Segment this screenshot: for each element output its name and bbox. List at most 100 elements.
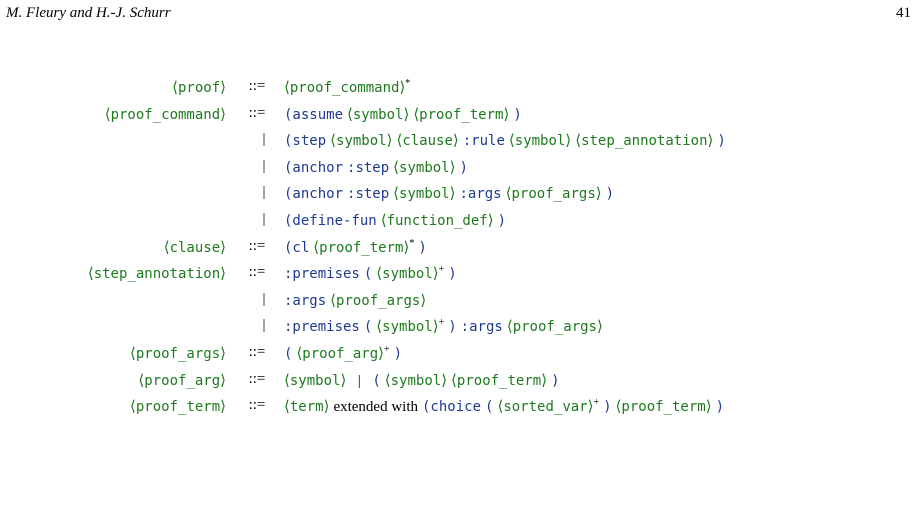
running-header: M. Fleury and H.-J. Schurr 41 (0, 2, 917, 26)
nonterminal: ⟨proof_term⟩ (413, 106, 510, 123)
nonterminal: ⟨proof_term⟩ (313, 239, 410, 256)
keyword-token: ) (551, 372, 560, 389)
keyword-token: ) (513, 106, 522, 123)
rule-rhs: (cl⟨proof_term⟩*) (284, 238, 427, 257)
keyword-token: ( (372, 372, 381, 389)
grammar-rule: ⟨proof_args⟩::= (⟨proof_arg⟩+) (0, 344, 917, 371)
rule-rhs: ⟨term⟩extended with(choice(⟨sorted_var⟩+… (284, 397, 724, 416)
keyword-token: (anchor (284, 159, 344, 176)
keyword-token: (define-fun (284, 212, 377, 229)
grammar-rule: |(step⟨symbol⟩⟨clause⟩:rule⟨symbol⟩⟨step… (0, 131, 917, 158)
nonterminal: ⟨function_def⟩ (380, 212, 494, 229)
alternative-bar: | (262, 184, 266, 201)
keyword-token: ) (393, 345, 403, 362)
repetition-marker: + (438, 264, 445, 276)
definition-operator: ::= (248, 343, 266, 360)
proof-grammar: ⟨proof⟩::=⟨proof_command⟩*⟨proof_command… (0, 78, 917, 424)
repetition-marker: + (593, 397, 600, 409)
alternative-bar: | (262, 290, 266, 307)
keyword-token: (choice (422, 399, 482, 416)
rule-rhs: :args⟨proof_args⟩ (284, 291, 426, 310)
rule-lhs: ⟨proof_args⟩ (129, 345, 226, 362)
nonterminal: ⟨sorted_var⟩ (497, 399, 594, 416)
keyword-token: ) (717, 133, 726, 150)
nonterminal: ⟨clause⟩ (396, 133, 459, 150)
rule-rhs: (define-fun⟨function_def⟩) (284, 211, 506, 230)
rule-rhs: ⟨proof_command⟩* (284, 78, 410, 97)
rule-rhs: (assume⟨symbol⟩⟨proof_term⟩) (284, 105, 522, 124)
grammar-rule: ⟨proof_term⟩::=⟨term⟩extended with(choic… (0, 397, 917, 424)
keyword-token: ) (448, 266, 457, 283)
nonterminal: ⟨proof_args⟩ (505, 186, 602, 203)
page-number: 41 (896, 5, 911, 21)
keyword-token: :premises (284, 319, 360, 336)
keyword-token: (assume (284, 106, 344, 123)
nonterminal: ⟨proof_term⟩ (451, 372, 548, 389)
keyword-token: (anchor (284, 186, 344, 203)
rule-rhs: (anchor:step⟨symbol⟩) (284, 158, 468, 177)
keyword-token: :premises (284, 266, 360, 283)
alternative-bar: | (262, 131, 266, 148)
plain-text: extended with (333, 399, 418, 416)
keyword-token: ) (418, 239, 427, 256)
nonterminal: ⟨symbol⟩ (376, 266, 439, 283)
grammar-rule: | (anchor:step⟨symbol⟩) (0, 158, 917, 185)
nonterminal: ⟨proof_command⟩ (284, 80, 406, 96)
rule-lhs: ⟨clause⟩ (163, 239, 226, 256)
rule-rhs: ⟨symbol⟩ | (⟨symbol⟩⟨proof_term⟩) (284, 371, 560, 390)
rule-rhs: (⟨proof_arg⟩+) (284, 344, 402, 363)
nonterminal: ⟨symbol⟩ (330, 133, 393, 150)
rule-rhs: (step⟨symbol⟩⟨clause⟩:rule⟨symbol⟩⟨step_… (284, 131, 726, 150)
repetition-marker: * (405, 78, 411, 89)
grammar-rule: ⟨clause⟩::= (cl⟨proof_term⟩*) (0, 238, 917, 265)
grammar-rule: ⟨proof⟩::=⟨proof_command⟩* (0, 78, 917, 105)
keyword-token: :step (347, 159, 390, 176)
nonterminal: ⟨proof_term⟩ (615, 399, 712, 416)
grammar-rule: | (anchor:step⟨symbol⟩:args⟨proof_args⟩) (0, 184, 917, 211)
definition-operator: ::= (248, 264, 266, 281)
nonterminal: ⟨symbol⟩ (376, 319, 439, 336)
repetition-marker: + (384, 343, 390, 355)
definition-operator: ::= (248, 237, 266, 254)
alternative-bar: | (262, 157, 266, 174)
nonterminal: ⟨symbol⟩ (347, 106, 410, 123)
keyword-token: ) (605, 186, 615, 203)
grammar-rule: |:premises(⟨symbol⟩+):args⟨proof_args⟩ (0, 317, 917, 344)
repetition-marker: + (438, 317, 445, 329)
nonterminal: ⟨symbol⟩ (393, 186, 456, 203)
nonterminal: ⟨symbol⟩ (284, 372, 347, 389)
keyword-token: ( (284, 345, 293, 362)
rule-lhs: ⟨proof_command⟩ (104, 106, 226, 123)
keyword-token: :args (284, 292, 327, 309)
nonterminal: ⟨step_annotation⟩ (575, 133, 714, 150)
header-authors: M. Fleury and H.-J. Schurr (6, 5, 171, 21)
keyword-token: ) (497, 212, 507, 229)
keyword-token: :args (460, 319, 503, 336)
grammar-rule: ⟨step_annotation⟩::= :premises(⟨symbol⟩+) (0, 264, 917, 291)
nonterminal: ⟨symbol⟩ (384, 372, 448, 389)
keyword-token: ( (363, 319, 373, 336)
keyword-token: ) (603, 399, 612, 416)
nonterminal: ⟨proof_args⟩ (506, 319, 603, 336)
grammar-rule: ⟨proof_command⟩::= (assume⟨symbol⟩⟨proof_… (0, 105, 917, 132)
keyword-token: :args (459, 186, 502, 203)
keyword-token: :step (347, 186, 390, 203)
nonterminal: ⟨proof_args⟩ (330, 292, 427, 309)
alternative-bar: | (262, 210, 266, 227)
nonterminal: ⟨proof_arg⟩ (296, 345, 385, 362)
keyword-token: :rule (462, 133, 505, 150)
plain-text: | (350, 372, 369, 389)
rule-lhs: ⟨proof⟩ (172, 80, 226, 96)
keyword-token: ) (448, 319, 457, 336)
repetition-marker: * (409, 237, 415, 249)
keyword-token: ( (485, 399, 494, 416)
nonterminal: ⟨symbol⟩ (393, 159, 456, 176)
definition-operator: ::= (248, 104, 266, 121)
keyword-token: ( (363, 266, 373, 283)
rule-lhs: ⟨proof_arg⟩ (138, 372, 226, 389)
grammar-rule: | :args⟨proof_args⟩ (0, 291, 917, 318)
rule-lhs: ⟨step_annotation⟩ (87, 266, 226, 283)
keyword-token: (cl (284, 239, 310, 256)
grammar-rule: | (define-fun⟨function_def⟩) (0, 211, 917, 238)
keyword-token: ) (459, 159, 468, 176)
